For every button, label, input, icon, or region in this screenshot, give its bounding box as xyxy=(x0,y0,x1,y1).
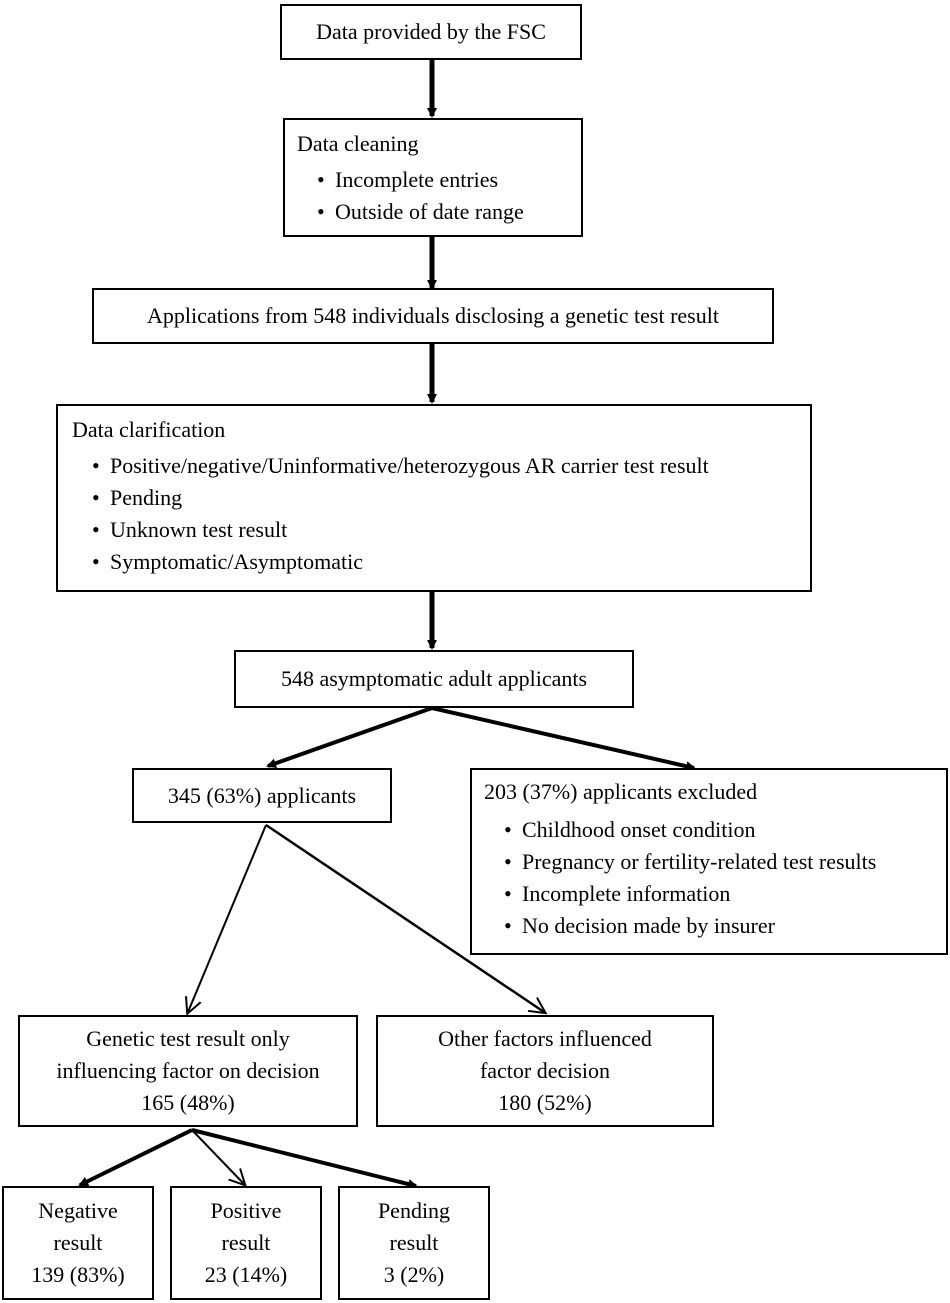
cleaning-title: Data cleaning xyxy=(297,131,419,156)
box-asymptomatic-applicants: 548 asymptomatic adult applicants xyxy=(234,650,634,708)
arrow-asymptomatic-to-included xyxy=(266,706,433,769)
other-factors-line1: Other factors influenced xyxy=(438,1026,652,1052)
arrow-included-to-other-factors xyxy=(265,823,544,1012)
list-item: Pending xyxy=(92,482,796,514)
box-other-factors: Other factors influenced factor decision… xyxy=(376,1015,714,1127)
negative-line1: Negative xyxy=(38,1198,118,1224)
clarification-list: Positive/negative/Uninformative/heterozy… xyxy=(72,450,796,578)
list-item: Childhood onset condition xyxy=(504,814,934,846)
arrow-genetic-to-positive xyxy=(191,1129,244,1184)
list-item: Outside of date range xyxy=(317,196,569,228)
asymptomatic-text: 548 asymptomatic adult applicants xyxy=(280,666,588,692)
pending-line2: result xyxy=(389,1230,439,1256)
box-positive-result: Positive result 23 (14%) xyxy=(170,1186,322,1300)
box-data-clarification: Data clarification Positive/negative/Uni… xyxy=(56,404,812,592)
positive-line2: result xyxy=(221,1230,271,1256)
arrow-genetic-to-negative xyxy=(78,1128,193,1187)
excluded-title: 203 (37%) applicants excluded xyxy=(484,779,758,804)
box-data-cleaning: Data cleaning Incomplete entries Outside… xyxy=(283,118,583,237)
box-genetic-only: Genetic test result only influencing fac… xyxy=(18,1015,358,1127)
box-excluded-applicants: 203 (37%) applicants excluded Childhood … xyxy=(470,768,948,955)
included-text: 345 (63%) applicants xyxy=(167,782,357,808)
arrow-included-to-genetic-only xyxy=(188,824,267,1012)
negative-line2: result xyxy=(53,1230,103,1256)
box-included-applicants: 345 (63%) applicants xyxy=(132,768,392,823)
box-pending-result: Pending result 3 (2%) xyxy=(338,1186,490,1300)
genetic-only-line2: influencing factor on decision xyxy=(56,1058,320,1084)
cleaning-list: Incomplete entries Outside of date range xyxy=(297,164,569,228)
arrow-genetic-to-pending xyxy=(191,1128,418,1189)
positive-line1: Positive xyxy=(210,1198,282,1224)
list-item: Symptomatic/Asymptomatic xyxy=(92,546,796,578)
other-factors-line2: factor decision xyxy=(479,1058,611,1084)
list-item: Pregnancy or fertility-related test resu… xyxy=(504,846,934,878)
box-negative-result: Negative result 139 (83%) xyxy=(2,1186,154,1300)
applications-text: Applications from 548 individuals disclo… xyxy=(147,303,719,329)
list-item: Incomplete entries xyxy=(317,164,569,196)
arrow-asymptomatic-to-excluded xyxy=(431,706,696,772)
genetic-only-line1: Genetic test result only xyxy=(86,1026,290,1052)
pending-line1: Pending xyxy=(377,1198,451,1224)
box-applications: Applications from 548 individuals disclo… xyxy=(92,288,774,344)
negative-count: 139 (83%) xyxy=(31,1261,125,1287)
list-item: No decision made by insurer xyxy=(504,910,934,942)
genetic-only-count: 165 (48%) xyxy=(141,1089,235,1115)
list-item: Positive/negative/Uninformative/heterozy… xyxy=(92,450,796,482)
other-factors-count: 180 (52%) xyxy=(498,1089,592,1115)
box-fsc-data: Data provided by the FSC xyxy=(280,4,582,60)
fsc-text: Data provided by the FSC xyxy=(316,19,546,45)
positive-count: 23 (14%) xyxy=(204,1261,288,1287)
excluded-list: Childhood onset condition Pregnancy or f… xyxy=(484,814,934,942)
list-item: Unknown test result xyxy=(92,514,796,546)
list-item: Incomplete information xyxy=(504,878,934,910)
clarification-title: Data clarification xyxy=(72,417,226,442)
pending-count: 3 (2%) xyxy=(383,1261,445,1287)
